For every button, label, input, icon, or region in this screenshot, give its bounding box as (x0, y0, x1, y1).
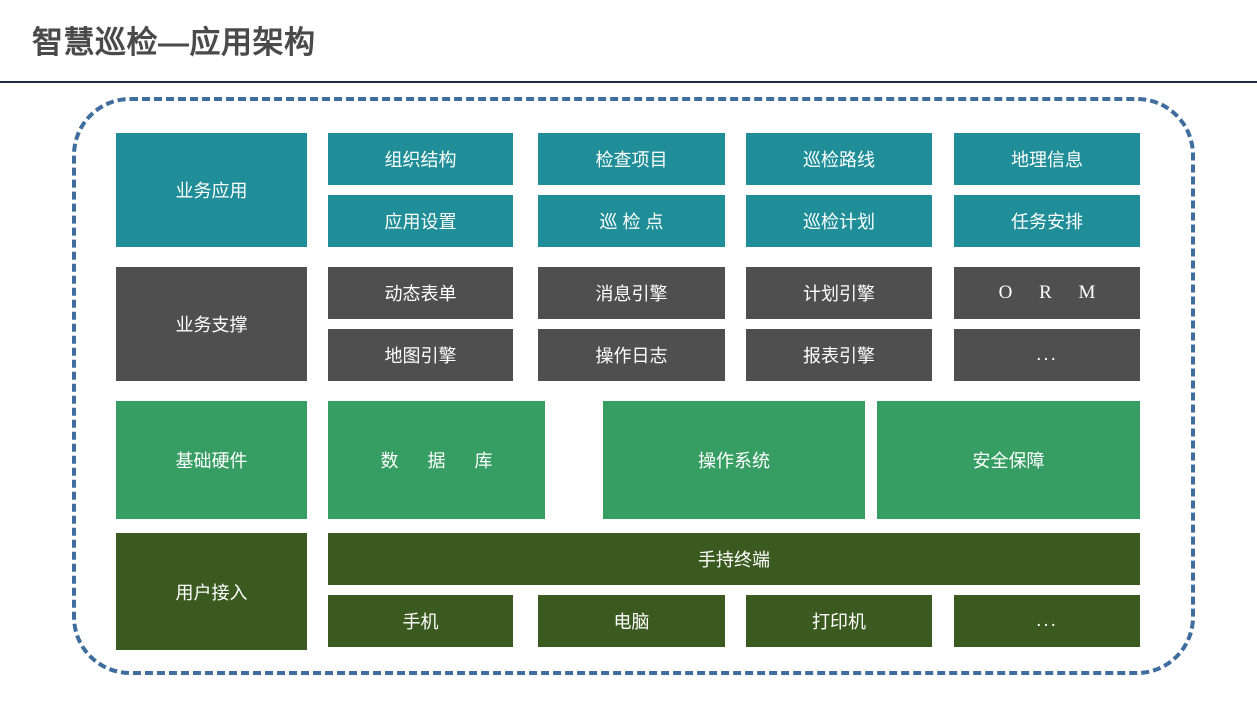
cell-org-structure[interactable]: 组织结构 (328, 133, 513, 185)
layer-cells-business-application: 组织结构 检查项目 巡检路线 地理信息 应用设置 巡 检 点 巡检计划 任务安排 (328, 133, 1140, 247)
cell-inspection-items[interactable]: 检查项目 (538, 133, 725, 185)
layer-user-access: 用户接入 手持终端 手机 电脑 打印机 ... (116, 533, 1140, 650)
cell-geo-information[interactable]: 地理信息 (954, 133, 1140, 185)
architecture-frame (72, 97, 1195, 675)
layer-infrastructure: 基础硬件 数 据 库 操作系统 安全保障 (116, 401, 1140, 519)
cell-task-arrangement[interactable]: 任务安排 (954, 195, 1140, 247)
cell-report-engine[interactable]: 报表引擎 (746, 329, 932, 381)
cell-dynamic-form[interactable]: 动态表单 (328, 267, 513, 319)
cell-app-settings[interactable]: 应用设置 (328, 195, 513, 247)
cell-orm[interactable]: O R M (954, 267, 1140, 319)
layer-label-infrastructure[interactable]: 基础硬件 (116, 401, 307, 519)
cell-computer[interactable]: 电脑 (538, 595, 725, 647)
layer-cells-business-support: 动态表单 消息引擎 计划引擎 O R M 地图引擎 操作日志 报表引擎 ... (328, 267, 1140, 381)
cell-user-access-more[interactable]: ... (954, 595, 1140, 647)
page-header: 智慧巡检—应用架构 (0, 0, 1257, 83)
cell-operation-log[interactable]: 操作日志 (538, 329, 725, 381)
cell-security-assurance[interactable]: 安全保障 (877, 401, 1140, 519)
page-title: 智慧巡检—应用架构 (32, 25, 316, 60)
layer-cells-infrastructure: 数 据 库 操作系统 安全保障 (328, 401, 1140, 519)
cell-support-more[interactable]: ... (954, 329, 1140, 381)
cell-operating-system[interactable]: 操作系统 (603, 401, 865, 519)
cell-inspection-point[interactable]: 巡 检 点 (538, 195, 725, 247)
layer-business-support: 业务支撑 动态表单 消息引擎 计划引擎 O R M 地图引擎 操作日志 报表引擎… (116, 267, 1140, 381)
cell-plan-engine[interactable]: 计划引擎 (746, 267, 932, 319)
cell-inspection-route[interactable]: 巡检路线 (746, 133, 932, 185)
layer-cells-user-access: 手持终端 手机 电脑 打印机 ... (328, 533, 1140, 650)
layer-label-user-access[interactable]: 用户接入 (116, 533, 307, 650)
cell-printer[interactable]: 打印机 (746, 595, 932, 647)
cell-mobile-phone[interactable]: 手机 (328, 595, 513, 647)
header-divider (0, 81, 1257, 83)
cell-map-engine[interactable]: 地图引擎 (328, 329, 513, 381)
layer-label-business-support[interactable]: 业务支撑 (116, 267, 307, 381)
layer-business-application: 业务应用 组织结构 检查项目 巡检路线 地理信息 应用设置 巡 检 点 巡检计划… (116, 133, 1140, 247)
cell-inspection-plan[interactable]: 巡检计划 (746, 195, 932, 247)
layer-label-business-application[interactable]: 业务应用 (116, 133, 307, 247)
cell-handheld-terminal[interactable]: 手持终端 (328, 533, 1140, 585)
cell-database[interactable]: 数 据 库 (328, 401, 545, 519)
cell-message-engine[interactable]: 消息引擎 (538, 267, 725, 319)
